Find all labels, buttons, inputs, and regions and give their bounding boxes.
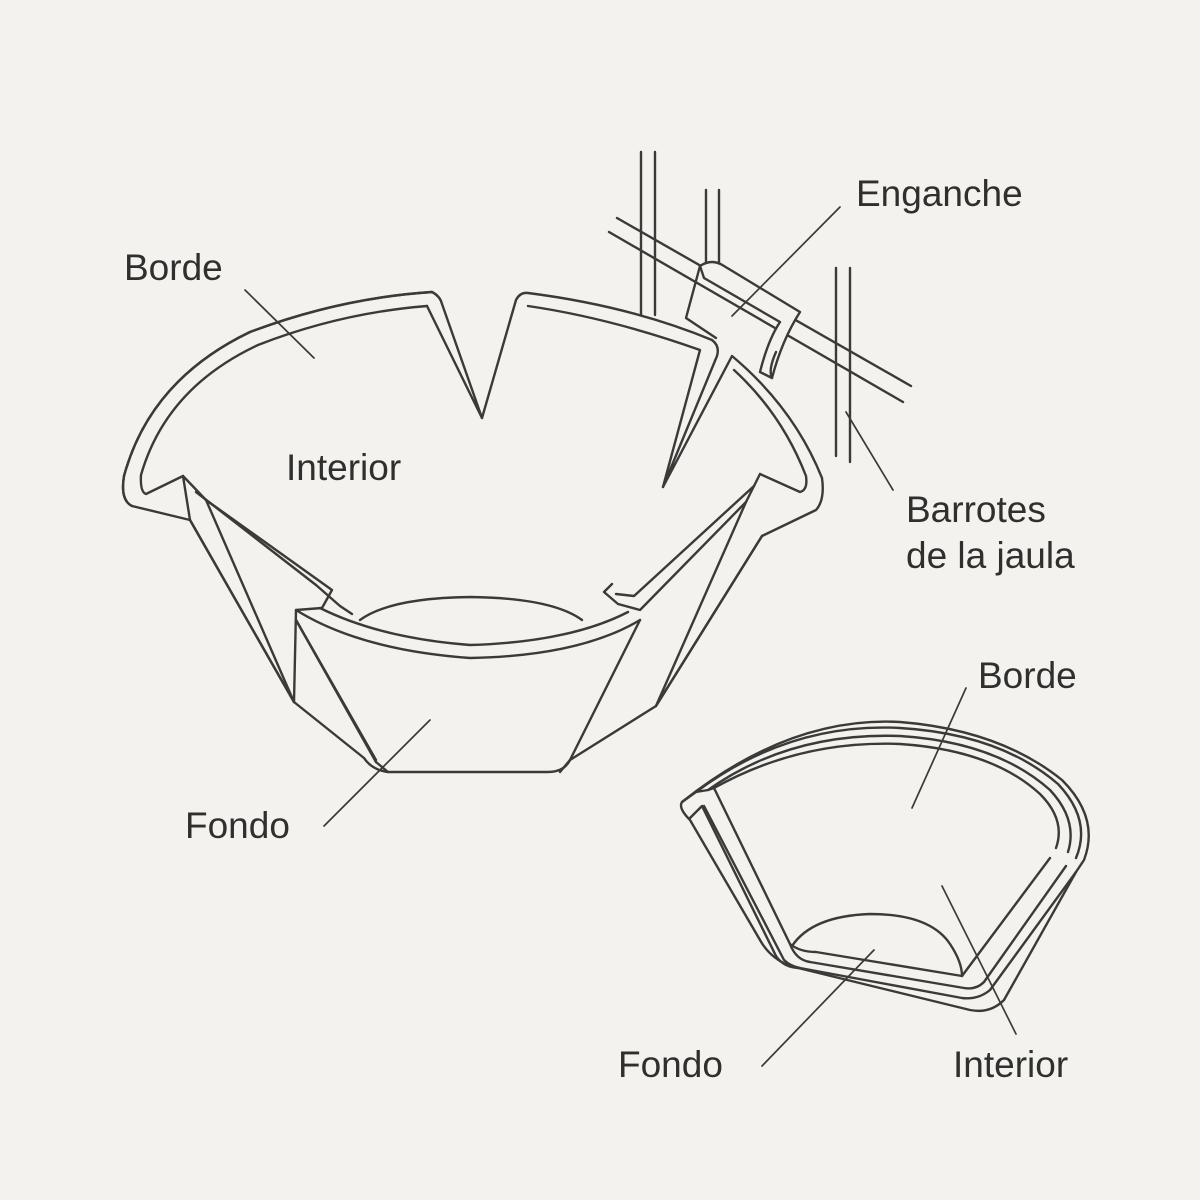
label-interior-small: Interior	[953, 1044, 1068, 1085]
label-enganche: Enganche	[856, 173, 1023, 214]
label-fondo-small: Fondo	[618, 1044, 723, 1085]
leader-enganche	[731, 206, 841, 317]
cage-bar-horizontal-bottom	[607, 230, 905, 404]
large-feeder	[121, 290, 824, 774]
large-feeder-rim-right-inner	[732, 368, 808, 494]
hook-stem	[769, 350, 778, 380]
large-feeder-tab-right	[602, 472, 762, 612]
hook-clip	[698, 260, 802, 380]
small-feeder-bottom-dome	[790, 912, 964, 978]
small-feeder-left-layer-2	[688, 804, 778, 958]
leader-borde-small	[911, 687, 967, 809]
label-barrotes-line2: de la jaula	[906, 535, 1075, 576]
small-feeder-outer-shell	[679, 720, 1090, 1013]
label-barrotes-line1: Barrotes	[906, 489, 1046, 530]
label-borde-main: Borde	[124, 247, 223, 288]
large-feeder-front-rim-inner	[318, 606, 630, 647]
label-borde-small: Borde	[978, 655, 1077, 696]
leader-borde-main	[244, 289, 315, 359]
leader-fondo-small	[761, 949, 875, 1067]
small-feeder-bottom-edge-inner	[788, 864, 1068, 990]
small-feeder-rim-3	[712, 742, 1060, 850]
small-feeder-rim-1	[694, 726, 1083, 860]
leader-fondo-main	[323, 719, 431, 827]
large-feeder-tab-right-inner	[614, 484, 756, 598]
hook	[684, 260, 802, 380]
leader-interior-small	[941, 885, 1017, 1035]
label-interior-main: Interior	[286, 447, 401, 488]
large-feeder-rim-left-inner	[139, 304, 429, 496]
large-feeder-facet-front	[294, 618, 642, 764]
large-feeder-front-rim	[294, 608, 642, 660]
large-feeder-rim-notch-left	[425, 304, 484, 420]
small-feeder-left-layer-1	[680, 786, 716, 804]
leader-barrotes	[845, 411, 894, 491]
small-feeder-bottom-edge	[774, 870, 1078, 1000]
large-feeder-tab-left-inner	[194, 490, 354, 616]
large-feeder-rim-left	[121, 290, 434, 508]
labels: Borde Interior Fondo Enganche Barrotes d…	[124, 173, 1077, 1085]
label-fondo-main: Fondo	[185, 805, 290, 846]
hook-front-face	[684, 264, 718, 340]
small-feeder	[679, 720, 1090, 1013]
large-feeder-rim-notch-right	[526, 304, 702, 489]
large-feeder-bottom-dome	[358, 595, 584, 622]
large-feeder-facet-right	[654, 500, 764, 708]
large-feeder-facet-left-outer	[188, 518, 296, 704]
leader-lines	[244, 206, 1017, 1067]
small-feeder-rim-2	[706, 734, 1072, 854]
